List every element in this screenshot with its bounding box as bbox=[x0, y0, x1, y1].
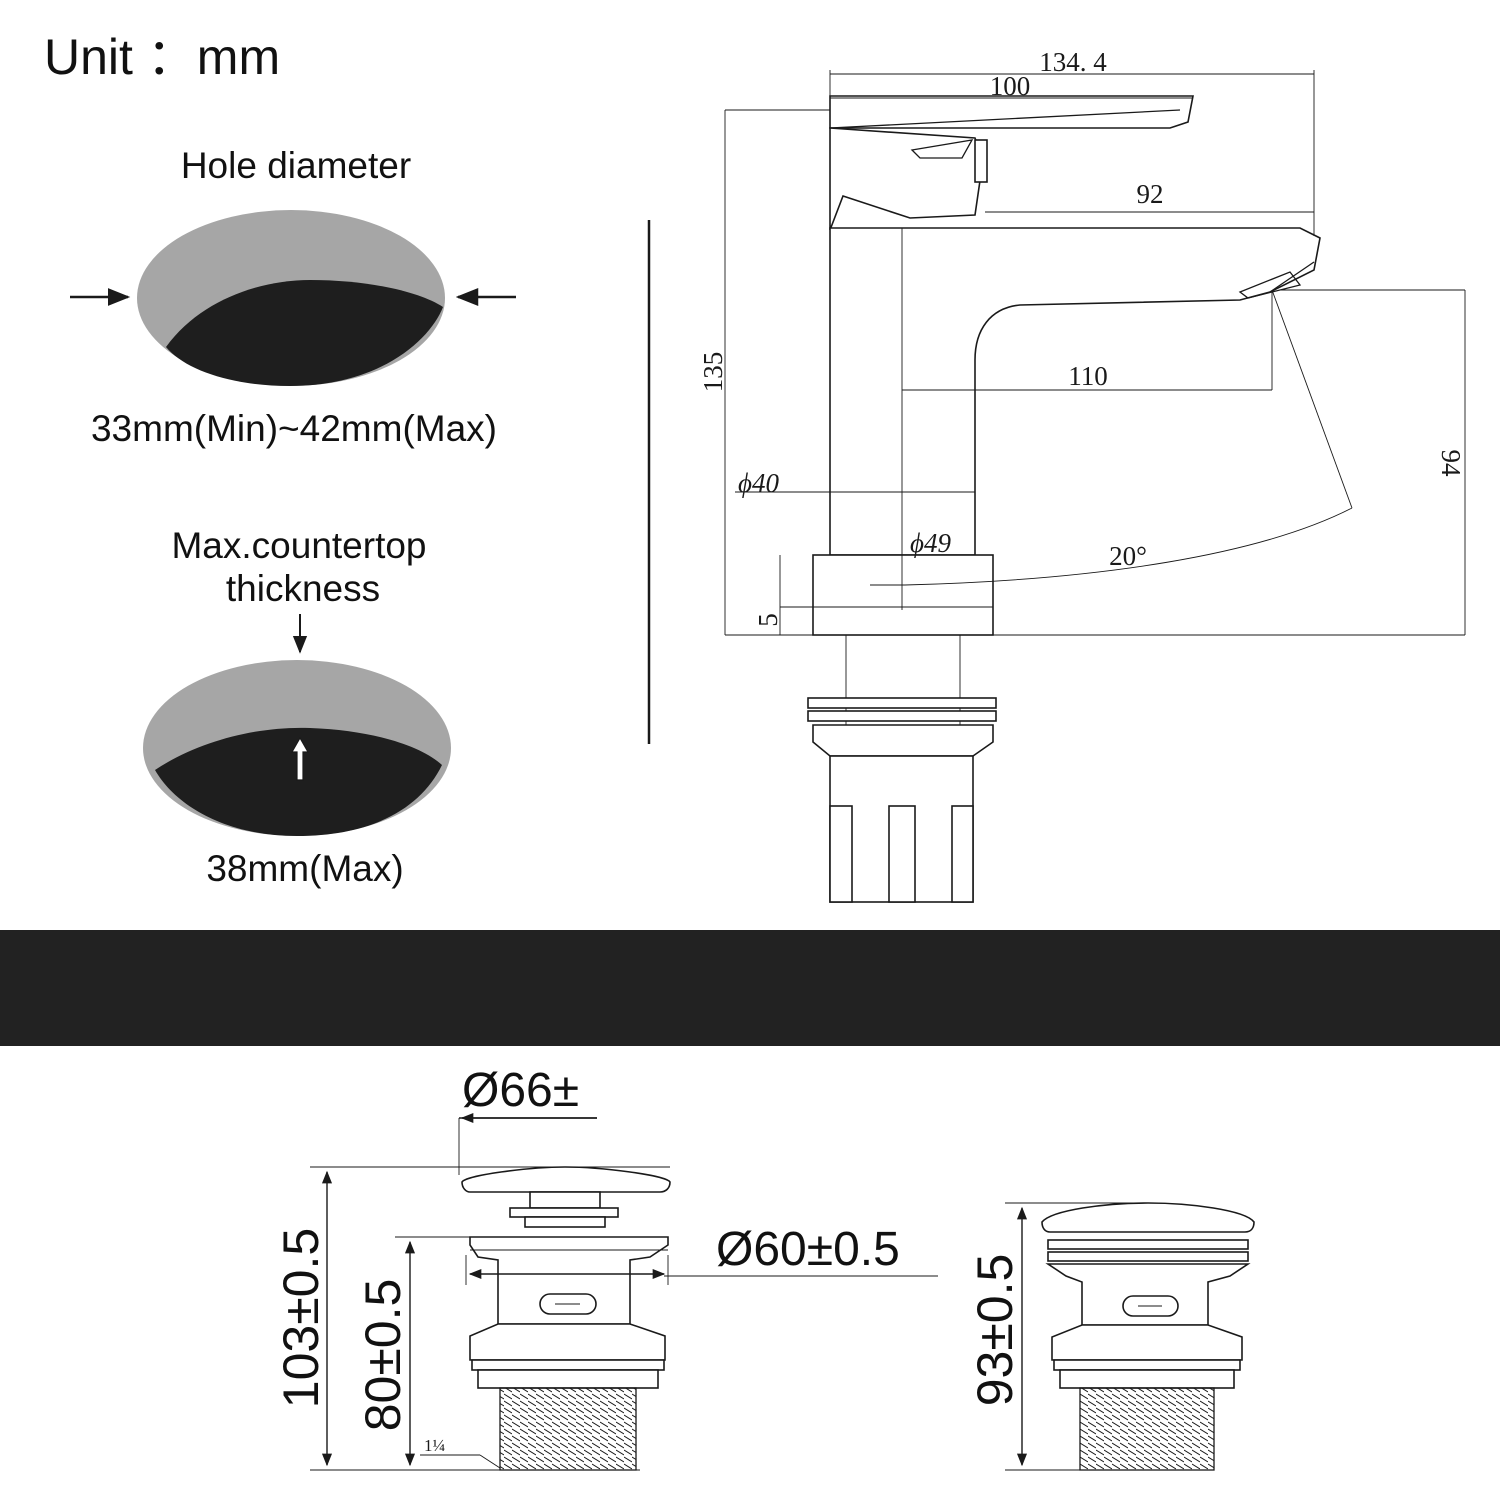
dim-overall-length: 134. 4 bbox=[1039, 47, 1107, 77]
dim-body-height: 80±0.5 bbox=[355, 1279, 411, 1432]
hole-diameter-range: 33mm(Min)~42mm(Max) bbox=[91, 408, 497, 449]
drain-drawing-main: Ø66± Ø60±0.5 103±0.5 80±0.5 1¼ bbox=[273, 1064, 938, 1471]
dim-cap-diameter: Ø66± bbox=[462, 1064, 579, 1117]
dim-spout-height: 94 bbox=[1436, 450, 1466, 478]
countertop-title-line2: thickness bbox=[226, 568, 380, 609]
dim-total-height: 103±0.5 bbox=[273, 1228, 329, 1408]
up-arrow-icon bbox=[290, 736, 310, 781]
drain-drawing-alt: 93±0.5 bbox=[967, 1202, 1255, 1471]
dim-swivel-angle: 20° bbox=[1109, 541, 1147, 571]
dim-flange-diameter: Ø60±0.5 bbox=[716, 1223, 900, 1276]
separator-band bbox=[0, 930, 1500, 1046]
countertop-value: 38mm(Max) bbox=[206, 848, 403, 889]
hole-diameter-title: Hole diameter bbox=[181, 145, 411, 186]
dim-base-thickness: 5 bbox=[753, 613, 783, 627]
hole-diameter-illustration bbox=[70, 210, 516, 386]
dim-spout-reach: 110 bbox=[1068, 361, 1108, 391]
faucet-drawing: 134. 4 100 92 110 135 94 ϕ40 ϕ49 5 20° bbox=[698, 47, 1466, 903]
dim-spout-upper: 92 bbox=[1137, 179, 1164, 209]
dim-alt-height: 93±0.5 bbox=[967, 1254, 1023, 1407]
countertop-title-line1: Max.countertop bbox=[171, 525, 426, 566]
unit-label: Unit ：mm bbox=[44, 29, 280, 85]
dim-body-diameter: ϕ40 bbox=[738, 468, 779, 498]
dim-base-diameter: ϕ49 bbox=[910, 528, 951, 558]
dim-height: 135 bbox=[698, 352, 728, 393]
dim-thread: 1¼ bbox=[424, 1436, 446, 1455]
dim-lever-length: 100 bbox=[990, 71, 1031, 101]
countertop-illustration bbox=[143, 614, 451, 836]
